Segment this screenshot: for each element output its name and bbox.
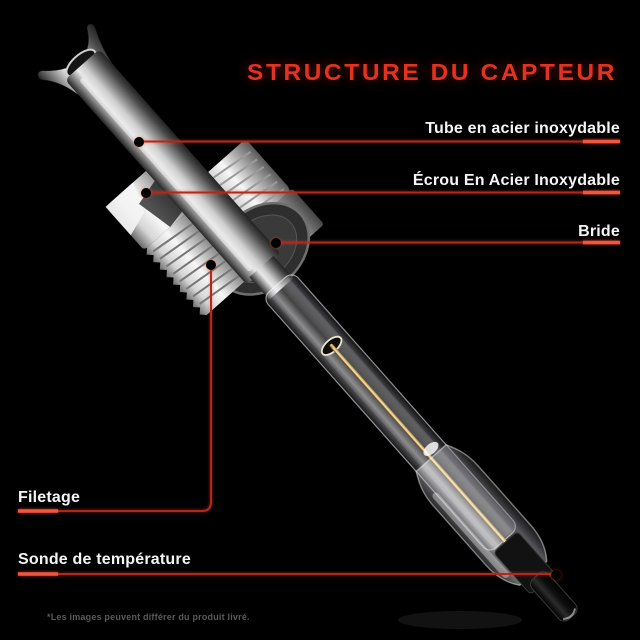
tube-shape [67, 51, 280, 283]
tube-highlight [80, 78, 252, 272]
footer-disclaimer: *Les images peuvent différer du produit … [47, 612, 250, 622]
tube-neck [249, 255, 294, 300]
callout-label-ecrou: Écrou En Acier Inoxydable [412, 172, 620, 189]
callout-dot-sonde [551, 570, 561, 580]
ecrou-nut-cavity [139, 176, 191, 228]
sensor-body-group [37, 23, 578, 622]
leader-line-filetage [18, 265, 212, 512]
callout-label-tube: Tube en acier inoxydable [425, 120, 620, 137]
callout-label-sonde: Sonde de température [18, 551, 191, 568]
filetage-threads-shape [146, 207, 252, 315]
bulge-highlight [432, 492, 510, 579]
callout-dot-tube [134, 137, 144, 147]
floor-reflection [398, 611, 522, 629]
page-title: STRUCTURE DU CAPTEUR [247, 59, 617, 85]
bride-thread-lines [207, 150, 285, 220]
callout-lines [18, 137, 620, 580]
callout-dot-bride [271, 238, 281, 248]
glass-reflection [423, 441, 439, 456]
callout-dot-ecrou [141, 188, 151, 198]
callout-label-filetage: Filetage [18, 489, 81, 506]
probe-tip-sheen [562, 608, 577, 621]
filetage-thread-lines [152, 218, 246, 305]
callout-dot-filetage [206, 260, 216, 270]
ecrou-nut-face [105, 182, 145, 236]
callout-label-bride: Bride [578, 223, 620, 240]
